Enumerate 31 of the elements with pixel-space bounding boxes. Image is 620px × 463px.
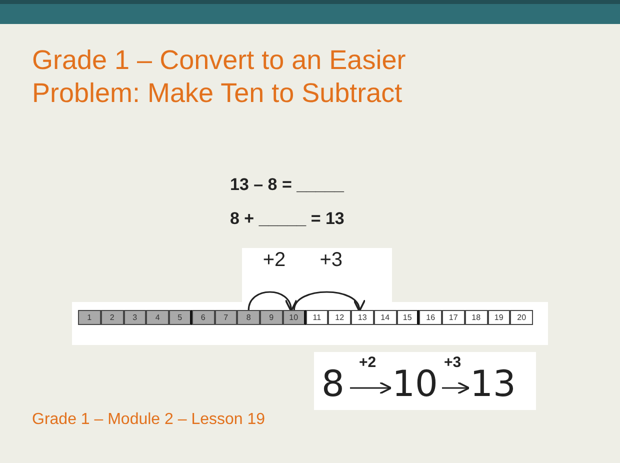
lesson-caption: Grade 1 – Module 2 – Lesson 19: [32, 411, 266, 429]
arrow: [350, 382, 392, 394]
number-cell: 4: [146, 310, 169, 325]
hop-arrow: [293, 291, 364, 312]
equation-text: 8 + _____ = 13: [230, 209, 344, 229]
number-cell: 14: [374, 310, 396, 325]
number-cell: 19: [488, 310, 510, 325]
equation-text: 13 – 8 = _____: [230, 175, 344, 195]
number-cell: 5: [169, 310, 192, 325]
number-cell: 1: [78, 310, 101, 325]
number-cell: 20: [510, 310, 533, 325]
number-cell: 13: [351, 310, 374, 325]
number-cell: 10: [282, 310, 306, 325]
number-cell: 15: [396, 310, 420, 325]
slide-title: Grade 1 – Convert to an Easier Problem: Make Ten to Subtract: [32, 44, 407, 110]
number-cell: 6: [192, 310, 214, 325]
number-cell: 17: [442, 310, 465, 325]
number-text: 10: [390, 364, 440, 406]
number-cell: 12: [328, 310, 351, 325]
number-text: 8: [318, 364, 348, 406]
hop-arrow: [248, 291, 296, 312]
number-cell: 9: [260, 310, 283, 325]
number-cell: 2: [100, 310, 124, 325]
number-cell: 11: [306, 310, 328, 325]
arrow: [442, 382, 470, 394]
number-cell: 3: [124, 310, 146, 325]
number-cell: 7: [214, 310, 238, 325]
number-cell: 8: [237, 310, 260, 325]
number-cell: 18: [464, 310, 488, 325]
number-cell: 16: [419, 310, 442, 325]
number-text: 13: [468, 364, 518, 406]
